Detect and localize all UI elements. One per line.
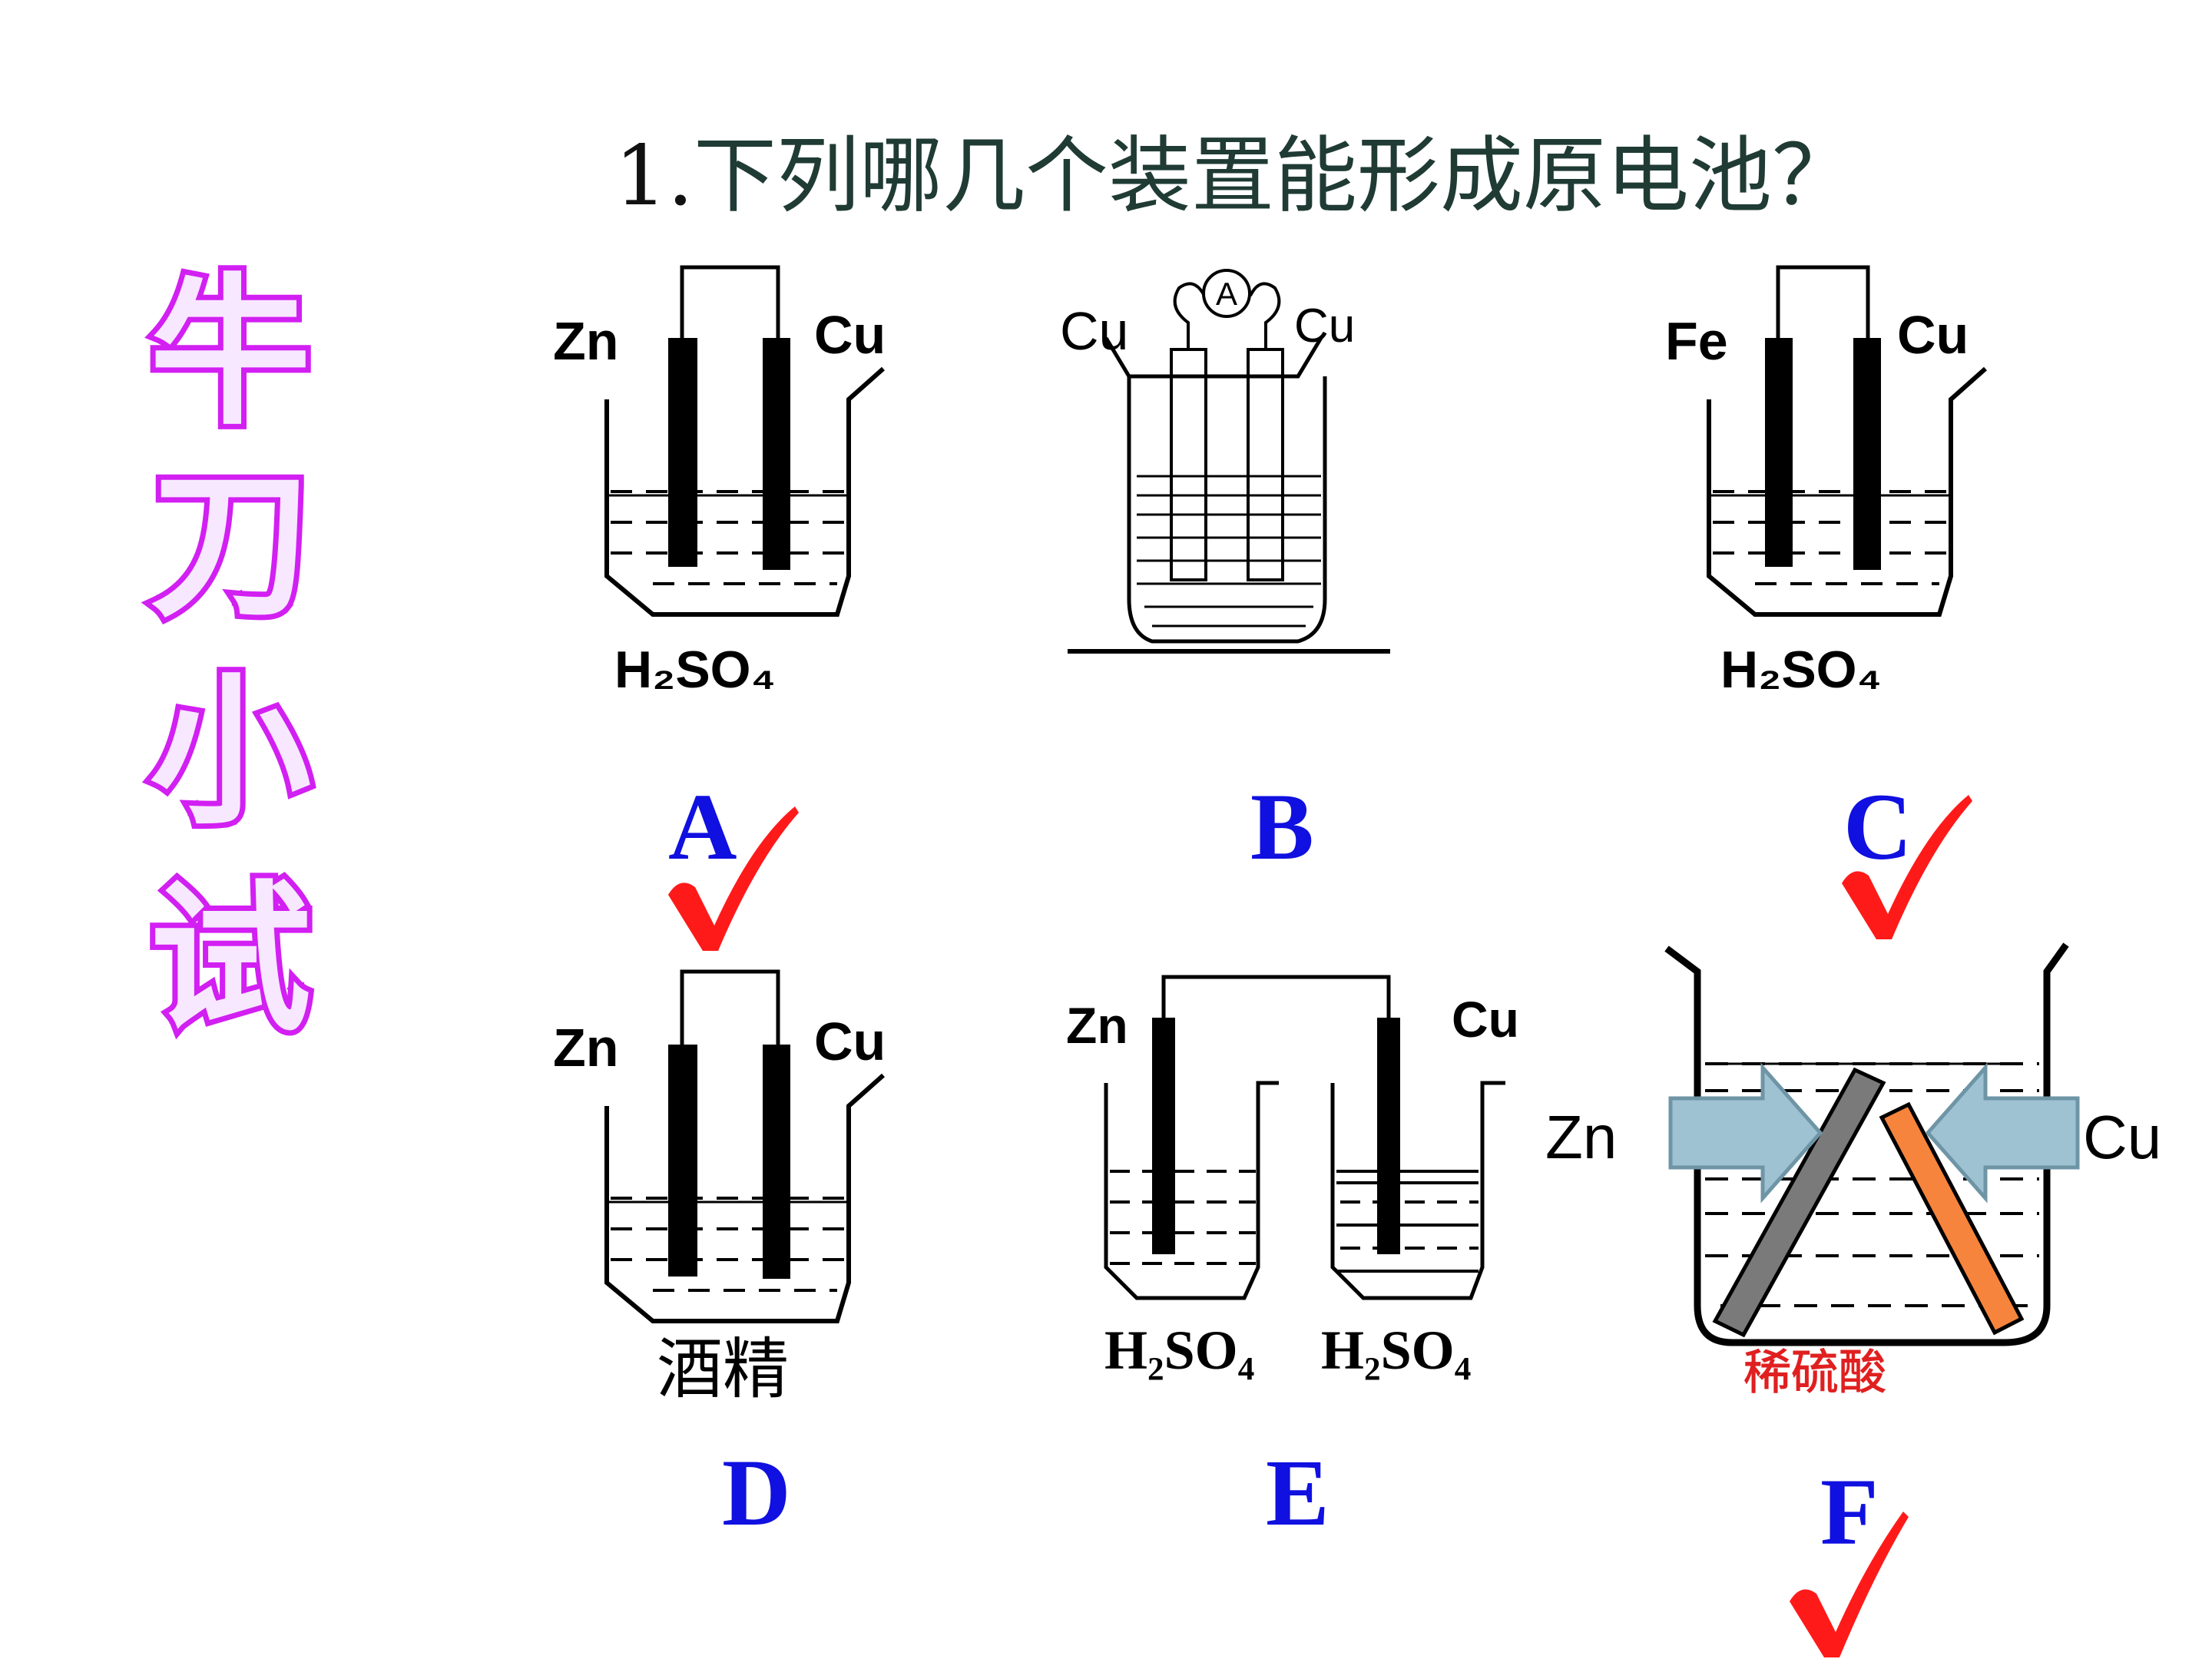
label-a-left: Zn — [553, 311, 619, 371]
label-f-left: Zn — [1545, 1103, 1617, 1171]
electrode-b-right — [1247, 348, 1284, 581]
label-f-right: Cu — [2083, 1103, 2161, 1171]
label-a-right: Cu — [814, 305, 886, 365]
check-icon-a — [668, 806, 799, 951]
electrode-e-right — [1377, 1018, 1400, 1254]
beaker-e-left — [1104, 1081, 1279, 1300]
beaker-a — [604, 366, 885, 617]
label-e-left: Zn — [1066, 997, 1128, 1054]
check-icon-f — [1790, 1512, 1909, 1657]
check-marks — [668, 795, 1972, 1657]
ammeter-label: A — [1216, 276, 1237, 312]
solution-f: 稀硫酸 — [1743, 1344, 1886, 1400]
electrode-c-right — [1853, 338, 1881, 570]
option-letter-d: D — [722, 1440, 791, 1545]
device-d: Zn Cu 酒精 — [553, 969, 886, 1408]
option-letter-b: B — [1250, 774, 1314, 879]
arrow-left-icon — [1925, 1062, 2080, 1204]
side-title-char-2: 刀 — [144, 451, 316, 639]
ammeter-icon — [1202, 269, 1251, 318]
side-title-char-1: 牛 — [144, 259, 316, 447]
electrode-e-left — [1152, 1018, 1175, 1254]
label-d-left: Zn — [553, 1018, 619, 1078]
side-title-char-4: 试 — [144, 866, 316, 1054]
beaker-d — [604, 1073, 885, 1323]
electrode-a-left — [668, 338, 697, 567]
device-a: Zn Cu H₂SO₄ — [553, 265, 886, 699]
device-f: Zn Cu 稀硫酸 — [1545, 942, 2161, 1401]
arrow-right-icon — [1668, 1062, 1823, 1204]
electrode-d-left — [668, 1045, 697, 1277]
label-c-right: Cu — [1897, 305, 1969, 365]
option-letter-c: C — [1843, 774, 1912, 879]
question-text: 下列哪几个装置能形成原电池？ — [694, 128, 1856, 224]
solution-d: 酒精 — [657, 1331, 789, 1408]
option-letter-e: E — [1266, 1440, 1330, 1545]
question-title: 1.下列哪几个装置能形成原电池？ — [614, 115, 1920, 238]
label-b-right: Cu — [1294, 300, 1355, 353]
electrode-d-right — [763, 1045, 790, 1279]
label-c-left: Fe — [1665, 311, 1728, 371]
beaker-c — [1707, 366, 1987, 617]
device-b: A Cu Cu — [1060, 269, 1390, 654]
electrode-b-left — [1170, 348, 1207, 581]
electrode-f-cu — [1879, 1101, 2025, 1336]
solution-e-left: H₂SO₄ — [1104, 1320, 1254, 1381]
label-d-right: Cu — [814, 1012, 886, 1071]
label-e-right: Cu — [1452, 991, 1519, 1048]
side-title-char-3: 小 — [144, 658, 316, 846]
side-title: 牛 刀 小 试 — [115, 259, 346, 1190]
device-c: Fe Cu H₂SO₄ — [1665, 265, 1987, 699]
electrode-c-left — [1765, 338, 1793, 567]
solution-a: H₂SO₄ — [614, 641, 776, 699]
device-e: Zn Cu H₂SO₄ H₂SO₄ — [1066, 975, 1519, 1381]
solution-e-right: H₂SO₄ — [1321, 1320, 1471, 1381]
option-letter-f: F — [1820, 1459, 1879, 1565]
electrode-a-right — [763, 338, 790, 570]
beaker-e-right — [1330, 1081, 1505, 1300]
electrode-f-zn — [1712, 1067, 1886, 1338]
label-b-left: Cu — [1060, 301, 1128, 361]
check-icon-c — [1842, 795, 1972, 939]
option-letter-a: A — [668, 774, 737, 879]
solution-c: H₂SO₄ — [1720, 641, 1882, 699]
question-number: 1. — [614, 128, 694, 224]
